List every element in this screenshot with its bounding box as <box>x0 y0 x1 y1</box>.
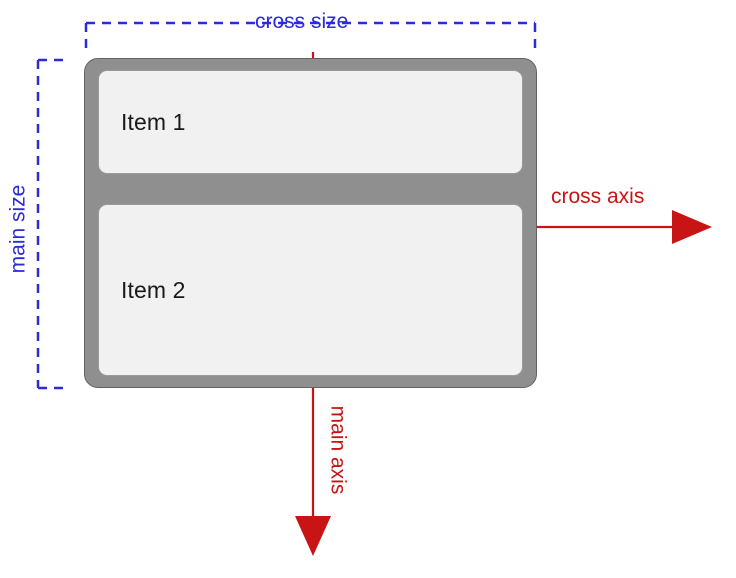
flex-item-2[interactable]: Item 2 <box>98 204 523 376</box>
cross-axis-arrowhead <box>672 210 712 244</box>
flex-item-1-label: Item 1 <box>121 108 186 135</box>
flex-item-2-label: Item 2 <box>121 276 186 303</box>
flex-container[interactable]: Item 1 Item 2 <box>84 58 537 388</box>
main-size-bracket <box>36 58 68 390</box>
cross-size-bracket <box>84 21 537 48</box>
main-axis-arrowhead <box>295 516 331 556</box>
flex-item-1[interactable]: Item 1 <box>98 70 523 174</box>
